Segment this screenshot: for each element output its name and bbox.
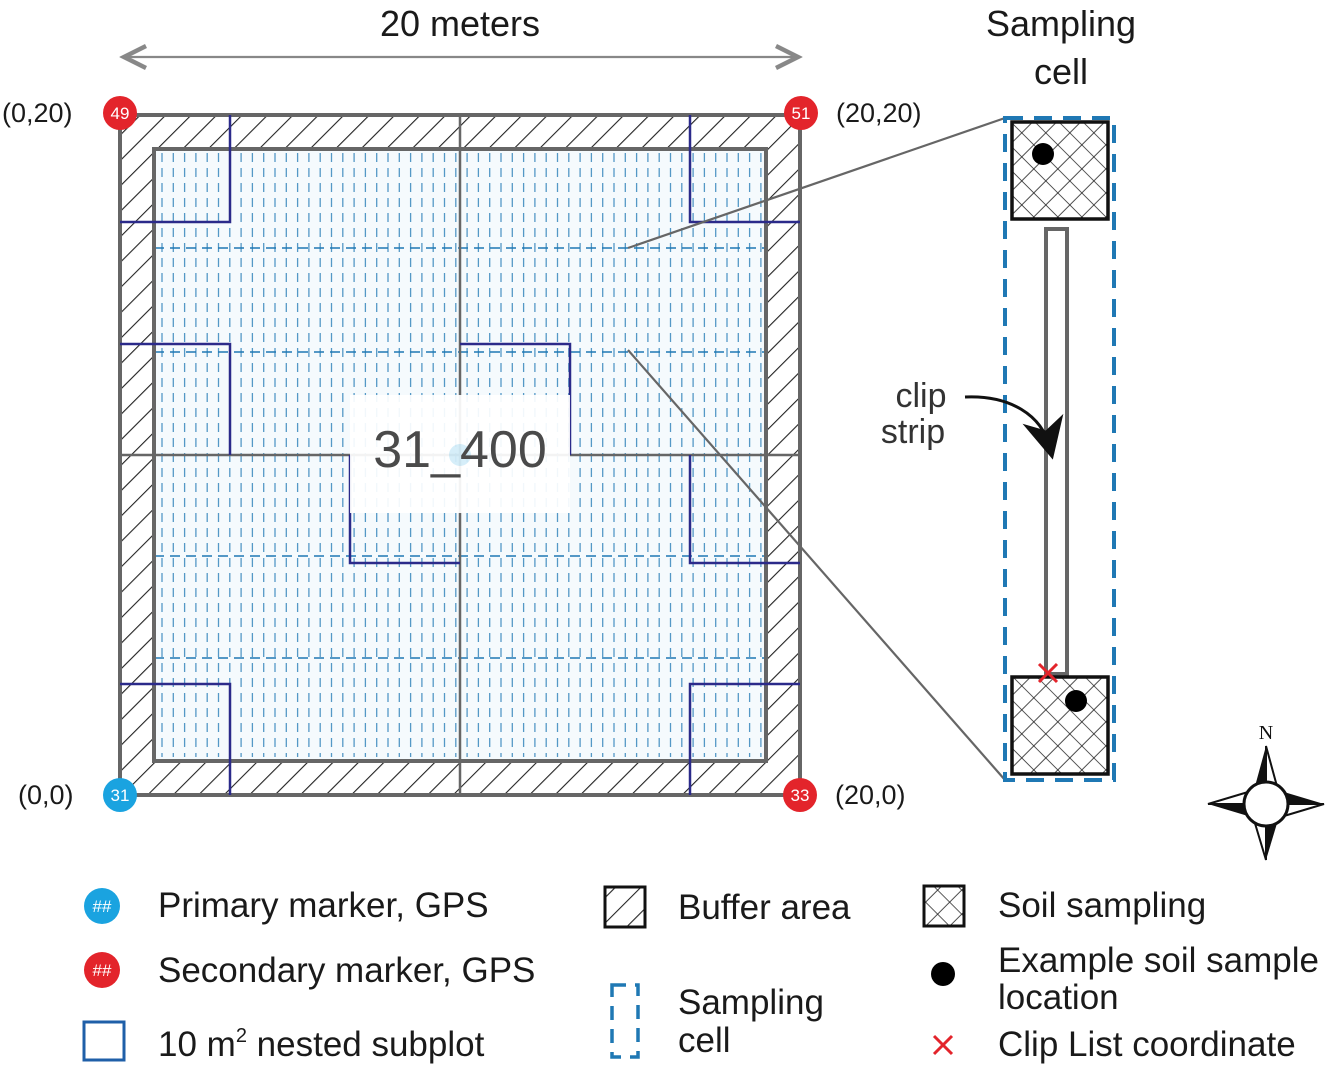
clip-strip <box>1044 227 1069 676</box>
nested-subplot-mid-left <box>120 342 232 455</box>
clip-list-coordinate-marker <box>1037 662 1059 684</box>
legend-soil-sampling-label: Soil sampling <box>998 886 1206 925</box>
corner-coord-bottom-left: (0,0) <box>18 780 74 810</box>
legend-clip-coordinate-icon <box>932 1034 954 1056</box>
legend-buffer-area-label: Buffer area <box>678 888 851 927</box>
soil-sampling-square-top <box>1010 120 1110 221</box>
corner-marker-bottom-right <box>783 778 817 812</box>
compass-rose: N <box>1207 722 1325 861</box>
corner-marker-bottom-left <box>103 778 137 812</box>
corner-marker-bottom-left-number: 31 <box>111 786 130 805</box>
corner-coord-top-right: (20,20) <box>836 98 922 128</box>
dimension-indicator: 20 meters <box>124 3 798 57</box>
nested-subplot-bottom-right <box>688 682 800 795</box>
legend-secondary-marker-label: Secondary marker, GPS <box>158 951 535 990</box>
legend-soil-sample-location-label-line2: location <box>998 978 1119 1017</box>
legend-secondary-marker-symbol: ## <box>93 961 112 980</box>
sampling-cell-outline <box>1003 116 1116 782</box>
clip-strip-label-line2: strip <box>881 413 945 451</box>
zoom-connector-bottom <box>627 349 1006 781</box>
corner-coord-bottom-right: (20,0) <box>835 780 906 810</box>
compass-north-label: N <box>1259 722 1273 744</box>
legend-sampling-cell-icon <box>610 983 640 1059</box>
legend-soil-sample-location-icon <box>931 962 955 986</box>
legend-buffer-area-icon <box>603 885 647 929</box>
clip-strip-label-line1: clip <box>895 377 946 415</box>
sampling-cell-detail: Sampling cell clip strip <box>881 3 1136 782</box>
corner-coord-top-left: (0,20) <box>2 98 73 128</box>
sampling-cell-title-line1: Sampling <box>986 3 1136 44</box>
soil-sample-location-top <box>1032 143 1054 165</box>
clip-strip-arrow <box>964 395 1064 460</box>
legend: ## Primary marker, GPS ## Secondary mark… <box>82 884 1319 1064</box>
corner-markers: 49 (0,20) 51 (20,20) 31 (0,0) 33 (20,0) <box>2 96 922 812</box>
nested-subplot-mid-right <box>688 455 800 565</box>
legend-primary-marker-icon <box>84 888 120 924</box>
plot-centroid-marker <box>449 444 471 466</box>
corner-marker-top-left-number: 49 <box>111 104 130 123</box>
legend-primary-marker-symbol: ## <box>93 897 112 916</box>
legend-nested-subplot-label-suffix: nested subplot <box>247 1025 485 1064</box>
legend-nested-subplot-label: 10 m2 nested subplot <box>158 1025 485 1064</box>
plot-square: 31_400 <box>118 113 802 797</box>
plot-id-box <box>350 395 570 513</box>
legend-secondary-marker-icon <box>84 952 120 988</box>
corner-marker-top-left <box>103 96 137 130</box>
legend-nested-subplot-label-main: 10 m <box>158 1025 236 1064</box>
zoom-connector-top <box>627 116 1006 250</box>
legend-primary-marker-label: Primary marker, GPS <box>158 886 489 925</box>
compass-icon <box>1207 745 1325 861</box>
plot-id-label: 31_400 <box>373 421 547 479</box>
sampling-cell-title-line2: cell <box>1034 51 1088 92</box>
legend-sampling-cell-label-line2: cell <box>678 1021 731 1060</box>
nested-subplot-top-right <box>688 115 800 224</box>
nested-subplot-bottom-left <box>120 682 232 795</box>
corner-marker-top-right-number: 51 <box>792 104 811 123</box>
nested-subplots <box>120 115 800 795</box>
legend-soil-sample-location-label-line1: Example soil sample <box>998 941 1319 980</box>
zoom-connectors <box>627 116 1006 781</box>
legend-clip-coordinate-label: Clip List coordinate <box>998 1025 1296 1064</box>
dimension-label: 20 meters <box>380 3 540 44</box>
legend-nested-subplot-icon <box>82 1020 126 1062</box>
legend-soil-sampling-icon <box>922 884 966 928</box>
nested-subplot-top-left <box>120 115 232 224</box>
soil-sampling-square-bottom <box>1010 675 1110 776</box>
soil-sample-location-bottom <box>1065 690 1087 712</box>
corner-marker-bottom-right-number: 33 <box>791 786 810 805</box>
legend-sampling-cell-label-line1: Sampling <box>678 983 824 1022</box>
legend-nested-subplot-superscript: 2 <box>236 1025 247 1047</box>
corner-marker-top-right <box>784 96 818 130</box>
